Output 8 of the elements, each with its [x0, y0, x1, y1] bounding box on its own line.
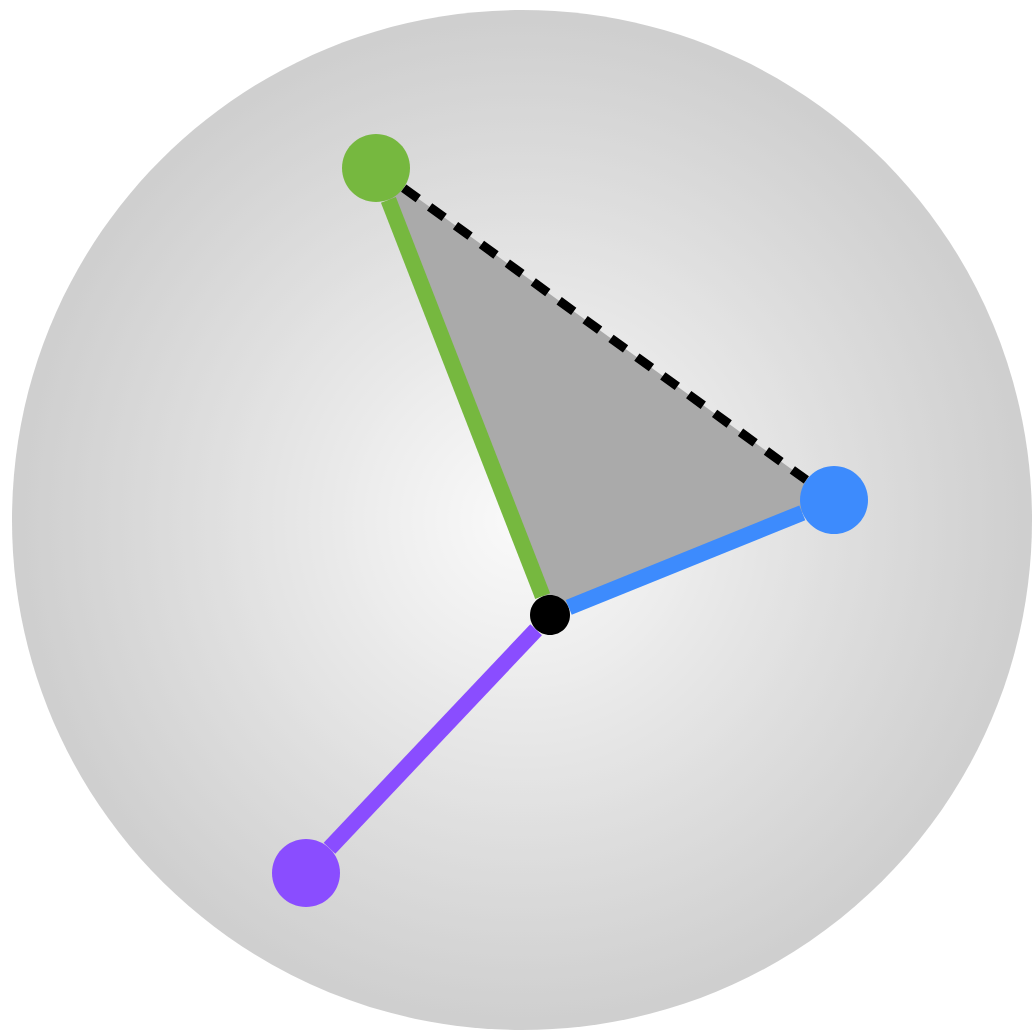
- dashed-line: [401, 184, 809, 484]
- dot: [800, 466, 868, 534]
- line-segment: [323, 624, 542, 854]
- line-segment: [380, 196, 551, 600]
- dot: [530, 595, 570, 635]
- line-segment: [565, 505, 806, 615]
- dot: [342, 134, 410, 202]
- dot: [272, 839, 340, 907]
